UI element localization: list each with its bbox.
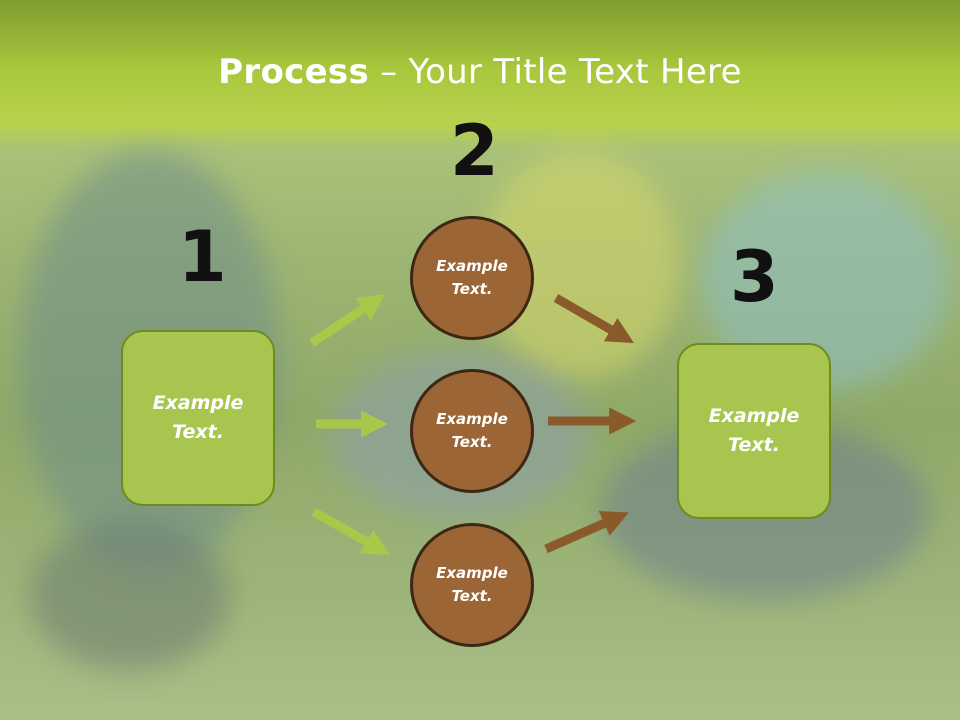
step-3-text-line1: Example: [708, 405, 800, 427]
background-photo: [30, 520, 230, 670]
step-1-text-line1: Example: [152, 392, 244, 414]
step-1-box: Example Text.: [121, 330, 275, 506]
slide-title: Process – Your Title Text Here: [0, 52, 960, 92]
step-3-text-line2: Text.: [728, 434, 780, 456]
step-number-2: 2: [450, 110, 499, 192]
title-bold: Process: [218, 52, 370, 92]
arrow-green-up: [309, 294, 386, 347]
step-2-circle-bottom: Example Text.: [410, 523, 534, 647]
step-3-box: Example Text.: [677, 343, 831, 519]
step-2-circle-top: Example Text.: [410, 216, 534, 340]
circle-2-text-line1: Example: [436, 410, 508, 428]
step-1-text-line2: Text.: [172, 421, 224, 443]
circle-1-text-line2: Text.: [451, 280, 493, 298]
circle-2-text-line2: Text.: [451, 433, 493, 451]
step-2-circle-middle: Example Text.: [410, 369, 534, 493]
step-number-1: 1: [178, 216, 227, 298]
circle-3-text-line1: Example: [436, 564, 508, 582]
arrow-brown-down: [553, 294, 635, 344]
step-number-3: 3: [730, 236, 779, 318]
circle-3-text-line2: Text.: [451, 587, 493, 605]
arrow-brown-up: [544, 511, 629, 554]
arrow-green-down: [311, 508, 391, 555]
circle-1-text-line1: Example: [436, 257, 508, 275]
title-rest: – Your Title Text Here: [369, 52, 742, 92]
